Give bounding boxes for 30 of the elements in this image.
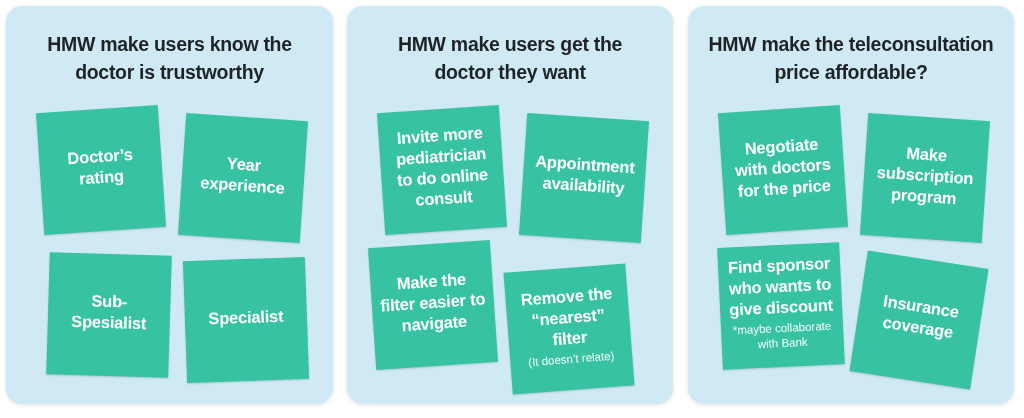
panel-card <box>347 6 673 404</box>
sticky-note <box>519 113 649 243</box>
note-text: Sub-Spesialist <box>70 290 148 335</box>
sticky-note <box>377 105 507 235</box>
note-text: Appointment availability <box>533 150 637 199</box>
note-text: Year experience <box>198 152 287 199</box>
sticky-note <box>36 105 166 235</box>
panel-card <box>6 6 333 404</box>
panel-card <box>688 6 1014 404</box>
note-text: Find sponsor who wants to give discount <box>726 252 835 321</box>
sticky-note <box>368 240 498 370</box>
panel-title: HMW make the teleconsultation price affordable? <box>708 32 994 85</box>
note-comment: (It doesn’t relate) <box>527 348 615 370</box>
sticky-note <box>178 113 308 243</box>
sticky-note <box>717 242 845 370</box>
note-text: Invite more pediatrician to do online consult <box>394 122 490 211</box>
panel-title: HMW make users know the doctor is trustworthy <box>46 32 293 85</box>
note-text: Make subscription program <box>875 142 976 209</box>
sticky-note <box>46 252 172 378</box>
panel-title: HMW make users get the doctor they want <box>396 32 624 85</box>
note-text: Insurance coverage <box>880 290 962 344</box>
note-text: Remove the “nearest” filter <box>519 282 614 350</box>
note-text: Negotiate with doctors for the price <box>733 133 833 202</box>
note-comment: *maybe collaborate with Bank <box>731 319 833 353</box>
sticky-note <box>182 256 310 384</box>
note-text: Doctor’s rating <box>65 143 135 190</box>
note-text: Specialist <box>208 305 284 329</box>
note-text: Make the filter easier to navigate <box>378 268 487 336</box>
sticky-note <box>718 105 848 235</box>
sticky-note <box>860 113 990 243</box>
